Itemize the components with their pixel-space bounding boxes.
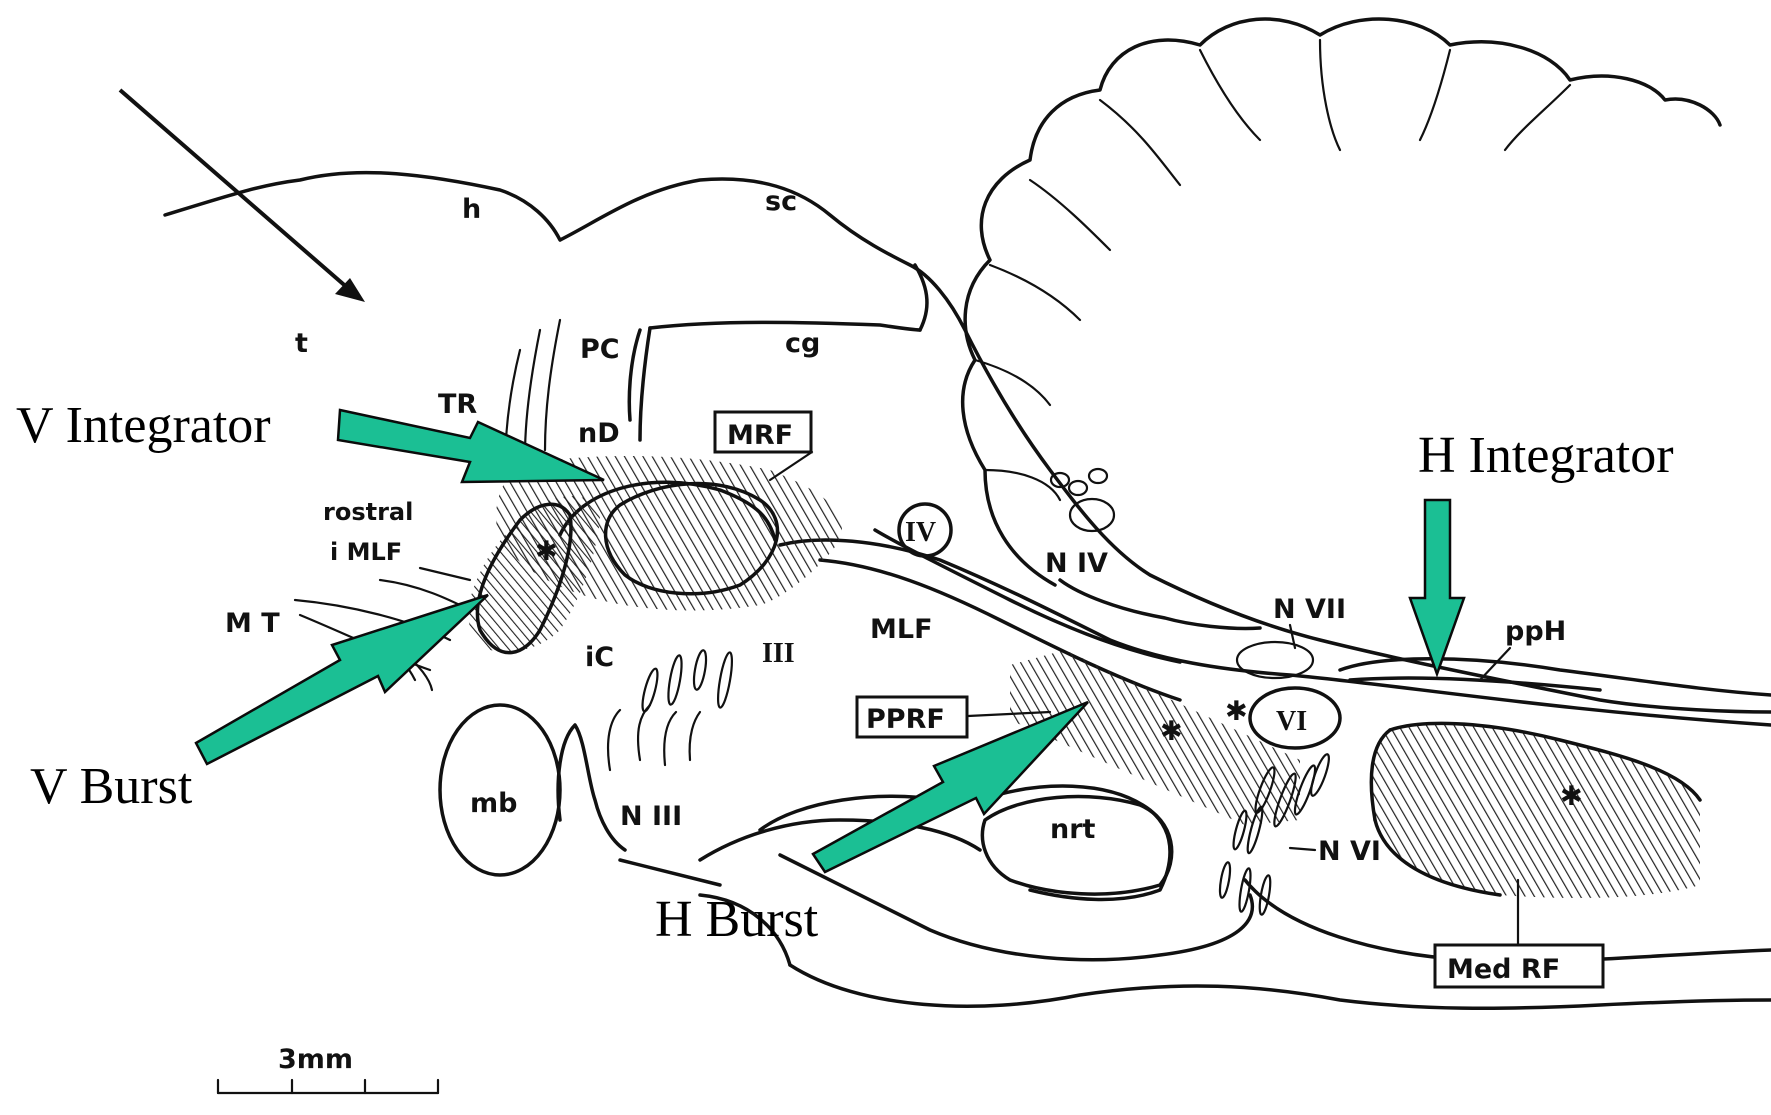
label-iv: IV bbox=[905, 517, 936, 548]
n-iv-oval bbox=[1070, 499, 1114, 531]
n-iii-fibers bbox=[558, 705, 720, 885]
svg-text:✱: ✱ bbox=[1160, 716, 1183, 747]
label-nrt: nrt bbox=[1050, 814, 1096, 845]
label-niii: N III bbox=[620, 801, 682, 832]
label-pc: PC bbox=[580, 334, 620, 365]
svg-text:✱: ✱ bbox=[1225, 696, 1248, 727]
annotation-h-burst: H Burst bbox=[655, 891, 819, 948]
scale-bar-label: 3mm bbox=[278, 1044, 353, 1075]
label-rostral: rostral bbox=[323, 498, 413, 526]
label-t: t bbox=[295, 328, 308, 359]
label-tr: TR bbox=[438, 389, 477, 420]
v-integrator-arrow bbox=[338, 410, 604, 482]
annotation-v-integrator: V Integrator bbox=[16, 397, 271, 454]
label-nd: nD bbox=[578, 418, 620, 449]
cerebellum-outline bbox=[963, 19, 1720, 628]
label-ic: iC bbox=[585, 642, 614, 673]
label-medrf: Med RF bbox=[1447, 954, 1560, 985]
label-h: h bbox=[462, 194, 481, 225]
h-integrator-arrow bbox=[1410, 500, 1464, 674]
label-pprf: PPRF bbox=[866, 704, 945, 735]
svg-text:✱: ✱ bbox=[535, 536, 558, 567]
label-pph: ppH bbox=[1505, 616, 1566, 647]
label-imlf: i MLF bbox=[330, 538, 402, 566]
anatomy-labels: h sc t PC cg TR nD MRF rostral i MLF IV … bbox=[225, 186, 1603, 987]
label-mb: mb bbox=[470, 788, 517, 819]
label-mlf: MLF bbox=[870, 614, 933, 645]
annotation-v-burst: V Burst bbox=[30, 758, 193, 815]
label-vi: VI bbox=[1276, 706, 1307, 737]
label-nvii: N VII bbox=[1273, 594, 1346, 625]
label-cg: cg bbox=[785, 328, 820, 359]
label-mrf: MRF bbox=[727, 420, 793, 451]
nrt-structure bbox=[982, 797, 1171, 894]
black-pointer-arrow bbox=[120, 90, 365, 302]
label-iii: III bbox=[762, 638, 795, 669]
label-sc: sc bbox=[765, 186, 797, 217]
annotation-h-integrator: H Integrator bbox=[1418, 427, 1674, 484]
scale-bar: 3mm bbox=[218, 1044, 438, 1093]
label-niv: N IV bbox=[1045, 548, 1108, 579]
svg-text:✱: ✱ bbox=[1560, 781, 1583, 812]
label-mt: M T bbox=[225, 608, 280, 639]
label-nvi: N VI bbox=[1318, 836, 1381, 867]
